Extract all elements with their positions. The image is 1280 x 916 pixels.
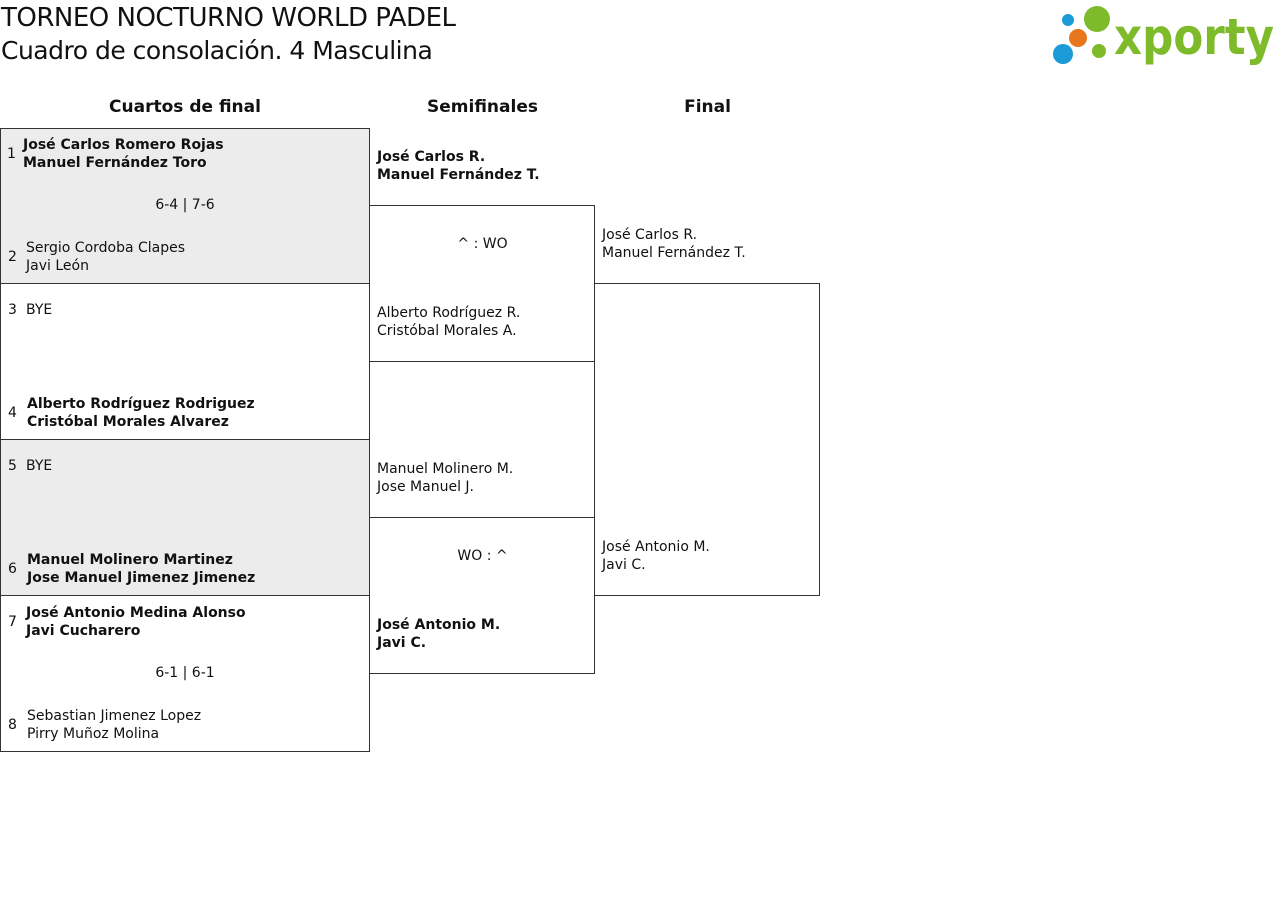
sf-1-team-b: Alberto Rodríguez R.Cristóbal Morales A.: [377, 305, 521, 339]
sf-1-team-a: José Carlos R.Manuel Fernández T.: [377, 149, 540, 183]
seed-number: 6: [8, 561, 17, 577]
seed-number: 8: [8, 717, 17, 733]
qf-match-1: [0, 128, 370, 284]
sf-1-score: ^ : WO: [457, 236, 508, 252]
xporty-logo: xporty: [1053, 6, 1274, 66]
seed-number: 7: [8, 614, 17, 630]
sf-2-team-b: José Antonio M.Javi C.: [377, 617, 501, 651]
qf-match-3: [0, 439, 370, 596]
seed-number: 3: [8, 302, 17, 318]
round-header-final: Final: [684, 97, 731, 117]
bracket-subtitle: Cuadro de consolación. 4 Masculina: [1, 36, 433, 65]
final-team-a: José Carlos R.Manuel Fernández T.: [602, 227, 746, 261]
sf-2-team-a: Manuel Molinero M.Jose Manuel J.: [377, 461, 514, 495]
round-header-quarterfinals: Cuartos de final: [109, 97, 261, 117]
team-3-players: BYE: [26, 302, 53, 318]
final-match: [594, 283, 820, 596]
round-header-semifinals: Semifinales: [427, 97, 538, 117]
seed-number: 4: [8, 405, 17, 421]
tournament-title: TORNEO NOCTURNO WORLD PADEL: [1, 3, 456, 33]
seed-number: 2: [8, 249, 17, 265]
svg-text:xporty: xporty: [1114, 8, 1274, 66]
team-5-players: BYE: [26, 458, 53, 474]
qf-1-score: 6-4 | 7-6: [155, 197, 215, 213]
qf-4-score: 6-1 | 6-1: [155, 665, 215, 681]
seed-number: 1: [7, 146, 16, 162]
seed-number: 5: [8, 458, 17, 474]
final-team-b: José Antonio M.Javi C.: [602, 539, 710, 573]
sf-2-score: WO : ^: [457, 548, 508, 564]
